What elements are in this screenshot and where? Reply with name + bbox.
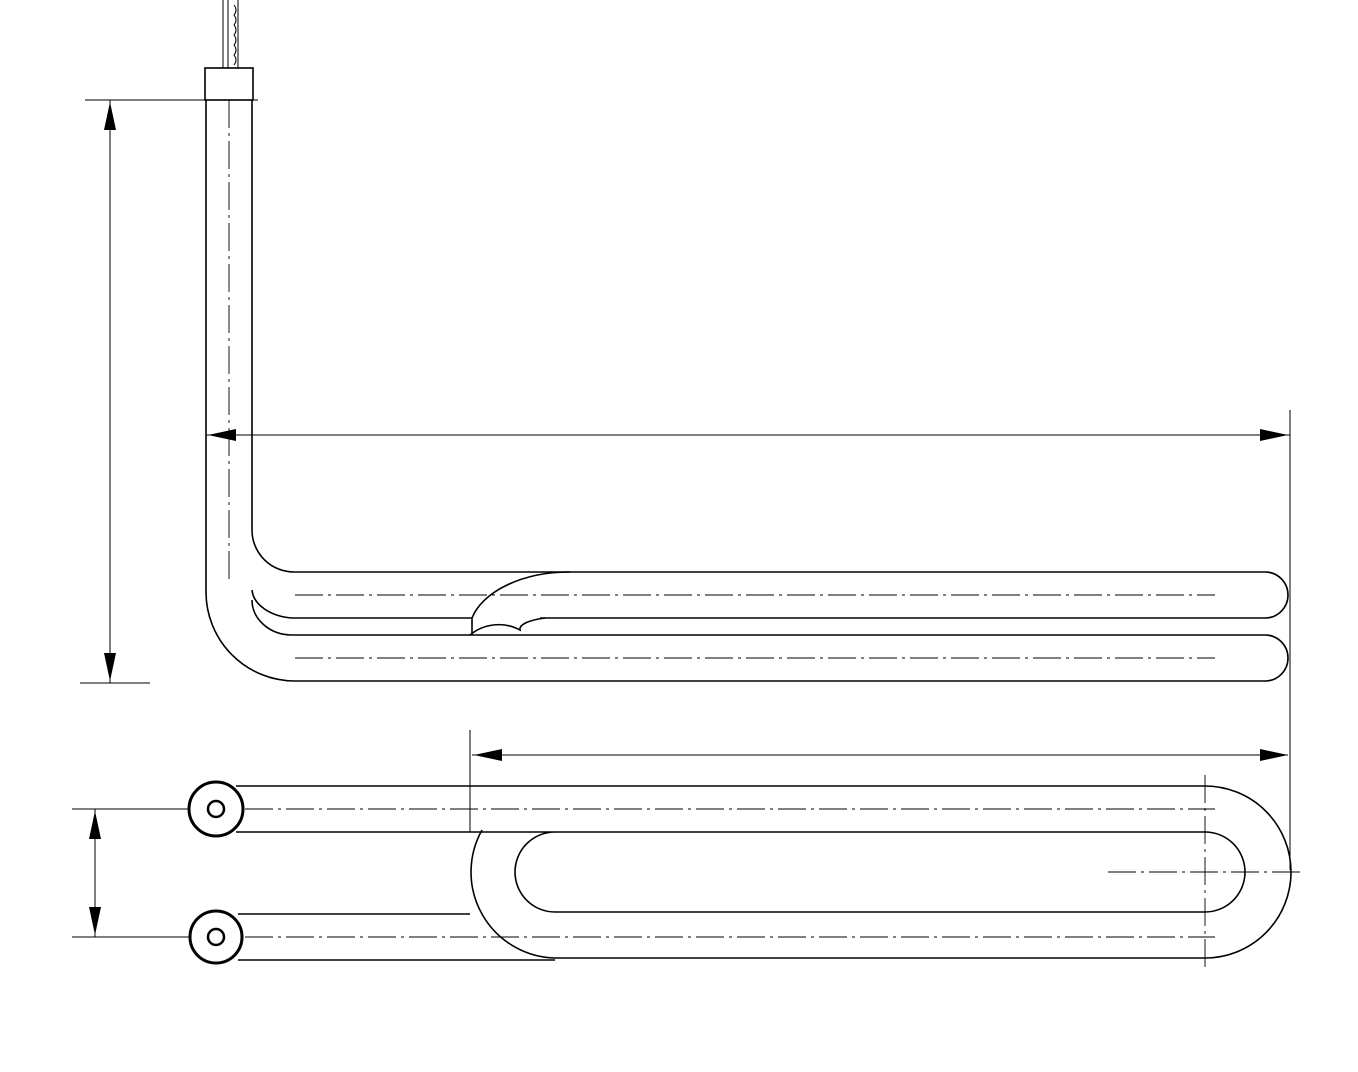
height-dimension xyxy=(80,99,258,684)
lower-bend-1 xyxy=(251,589,472,619)
u-bend xyxy=(469,571,571,636)
vertical-tube-outer xyxy=(205,100,1289,682)
plan-outer-loop xyxy=(236,785,1292,959)
spacing-dimension xyxy=(72,808,190,938)
length-dimension xyxy=(206,410,1291,870)
vertical-tube-inner xyxy=(251,100,1289,619)
terminal-wire xyxy=(222,0,239,68)
terminal-end-bottom xyxy=(188,909,244,965)
plan-bottom-tube xyxy=(238,913,555,961)
terminal-end-top xyxy=(187,780,245,838)
terminal-cap xyxy=(204,67,254,101)
front-view xyxy=(80,0,1291,870)
lower-bend-2 xyxy=(251,599,520,636)
plan-view xyxy=(72,730,1300,970)
plan-top-tube-lower xyxy=(236,831,1246,913)
loop-length-dimension xyxy=(469,730,1288,832)
